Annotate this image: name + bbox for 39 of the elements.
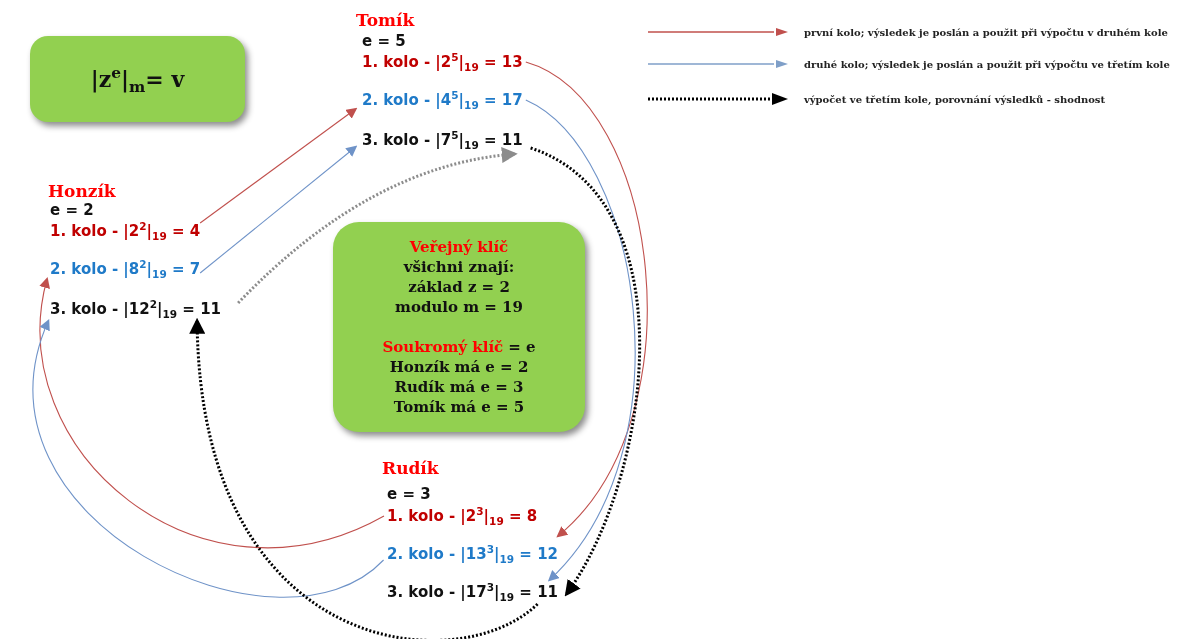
formula: |z$^{e}$|$_{m}$= v	[90, 66, 185, 92]
exponent-value: e = 3	[387, 484, 431, 504]
key-text: všichni znají:	[403, 257, 515, 277]
key-text: základ z = 2	[408, 277, 510, 297]
computation-step: 1. kolo - |2$^{2}$|$_{19}$ = 4	[50, 221, 201, 241]
computation-step: 1. kolo - |2$^{5}$|$_{19}$ = 13	[362, 52, 523, 72]
key-info-box	[333, 222, 585, 432]
arrow	[529, 146, 642, 597]
exponent-value: e = 5	[362, 31, 406, 51]
arrow	[39, 276, 385, 548]
formula-box	[30, 36, 245, 122]
exponent-value: e = 2	[50, 200, 94, 220]
key-heading: Veřejný klíč	[409, 237, 509, 257]
legend-text: druhé kolo; výsledek je poslán a použit při výpočtu ve třetím kole	[804, 58, 1170, 70]
legend-text: první kolo; výsledek je poslán a použit při výpočtu v druhém kole	[804, 26, 1168, 38]
legend-text: výpočet ve třetím kole, porovnání výsledků - shodnost	[804, 93, 1106, 105]
key-text: Tomík má e = 5	[393, 397, 525, 417]
arrow	[525, 61, 648, 538]
arrow	[199, 145, 358, 274]
key-heading: Soukromý klíč	[382, 337, 504, 357]
arrow	[190, 317, 539, 639]
person-name: Tomík	[356, 10, 415, 30]
arrow	[237, 147, 518, 305]
computation-step: 2. kolo - |4$^{5}$|$_{19}$ = 17	[362, 90, 523, 110]
computation-step: 3. kolo - |12$^{2}$|$_{19}$ = 11	[50, 299, 222, 319]
key-text: Rudík má e = 3	[394, 377, 524, 397]
computation-step: 3. kolo - |7$^{5}$|$_{19}$ = 11	[362, 130, 523, 150]
person-name: Honzík	[48, 181, 116, 201]
key-text: modulo m = 19	[395, 297, 523, 317]
computation-step: 3. kolo - |17$^{3}$|$_{19}$ = 11	[387, 582, 559, 602]
computation-step: 1. kolo - |2$^{3}$|$_{19}$ = 8	[387, 506, 538, 526]
key-text: = e	[508, 337, 536, 357]
computation-step: 2. kolo - |8$^{2}$|$_{19}$ = 7	[50, 259, 201, 279]
arrow	[33, 318, 385, 598]
arrow	[525, 99, 636, 582]
computation-step: 2. kolo - |13$^{3}$|$_{19}$ = 12	[387, 544, 559, 564]
person-name: Rudík	[382, 458, 439, 478]
arrow	[199, 107, 358, 224]
key-text: Honzík má e = 2	[389, 357, 529, 377]
